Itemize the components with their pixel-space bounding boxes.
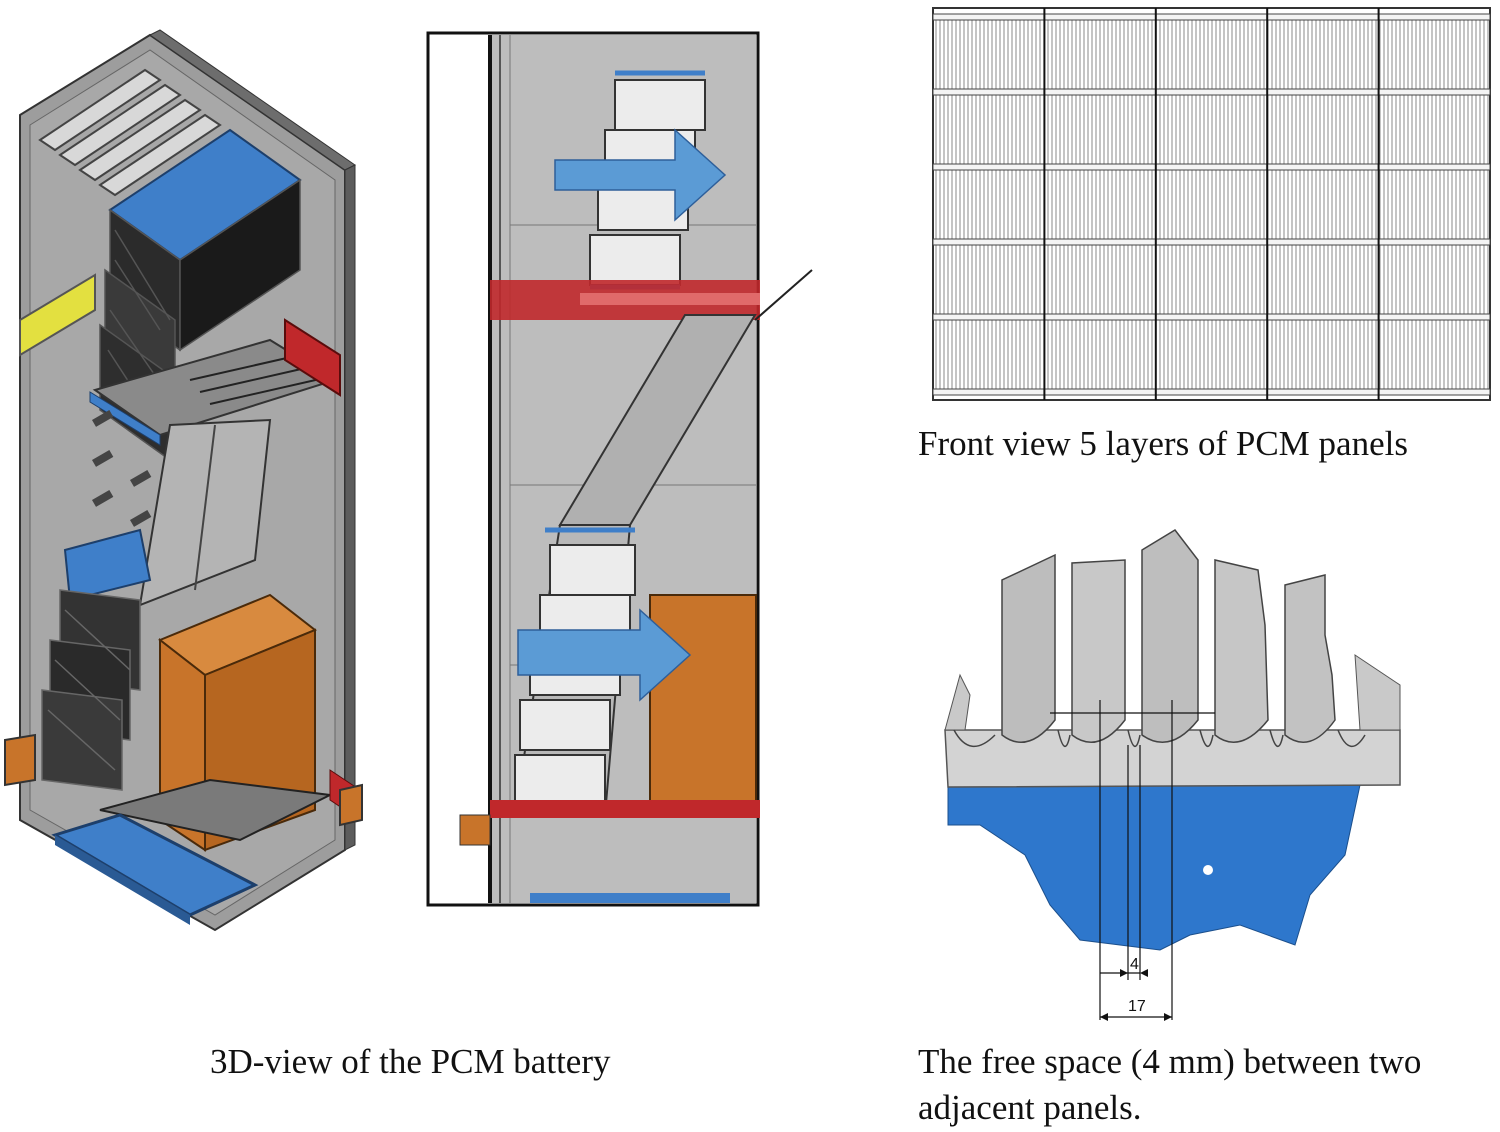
battery-section-drawing	[426, 31, 813, 907]
layer-divider	[932, 388, 1491, 396]
layer-divider	[932, 88, 1491, 96]
layer-divider	[932, 163, 1491, 171]
caption-front-view: Front view 5 layers of PCM panels	[918, 424, 1408, 463]
lower-pcm-stack	[41, 589, 141, 791]
pcm-fins	[953, 529, 1366, 747]
airflow-arrow-upper	[554, 128, 727, 222]
layer-divider	[932, 313, 1491, 321]
caption-free-space-line1: The free space (4 mm) between two	[918, 1042, 1422, 1081]
layer-divider	[932, 238, 1491, 246]
fin-detail-drawing: 4 17	[944, 529, 1401, 1021]
battery-3d-view	[0, 20, 380, 950]
top-louvers	[38, 68, 222, 197]
dimension-pitch-label: 17	[1128, 998, 1146, 1015]
battery-section-view	[420, 25, 820, 915]
front-view-drawing	[932, 7, 1491, 401]
fin-detail: 4 17	[940, 525, 1410, 1035]
layer-divider	[932, 13, 1491, 21]
battery-3d-drawing	[4, 29, 363, 932]
caption-free-space-line2: adjacent panels.	[918, 1088, 1142, 1127]
airflow-arrow-lower	[517, 608, 692, 702]
front-view-grid	[930, 5, 1495, 405]
dimension-gap-label: 4	[1130, 956, 1139, 973]
caption-battery-3d: 3D-view of the PCM battery	[210, 1042, 611, 1081]
